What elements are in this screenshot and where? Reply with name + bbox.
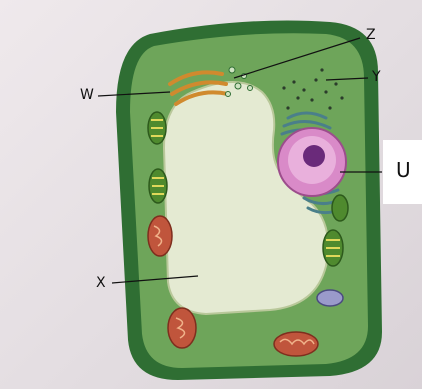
- peroxisome: [317, 290, 343, 306]
- label-u: U: [396, 160, 411, 180]
- label-w: W: [80, 88, 94, 102]
- nucleolus: [303, 145, 325, 167]
- label-z: Z: [366, 28, 376, 42]
- label-x: X: [96, 276, 106, 290]
- label-y: Y: [372, 70, 381, 84]
